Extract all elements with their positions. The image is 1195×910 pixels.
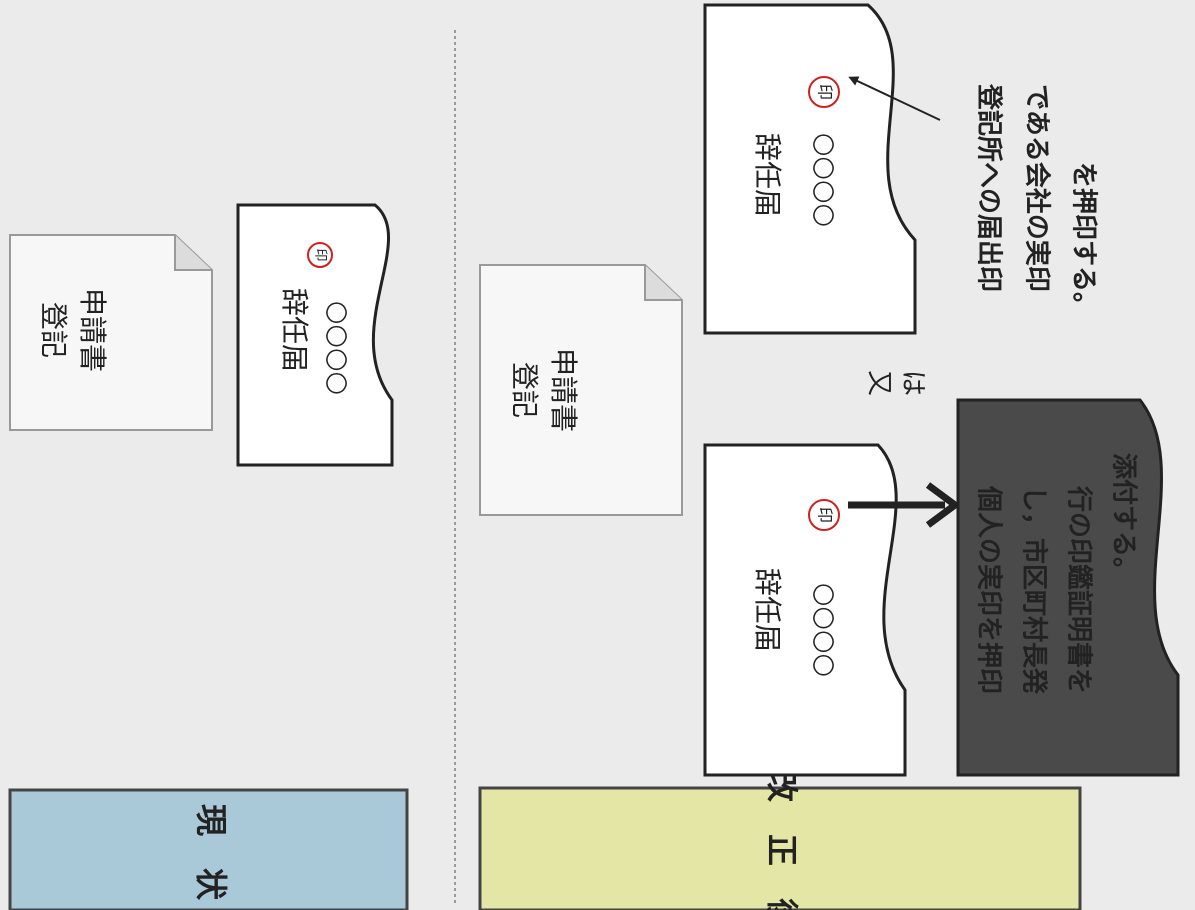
amended-section: 改 正 後 登記 申請書 辞任届 ○○○○ 印 又 は 辞任届 ○○○○ 印 <box>478 3 1180 910</box>
registered-seal-note-line3: を押印する。 <box>1069 162 1099 318</box>
personal-seal-note-line4: 添付する。 <box>1109 453 1139 583</box>
amended-option-a-name: ○○○○ <box>810 133 841 227</box>
registered-seal-pointer <box>848 76 941 121</box>
current-application-line1: 登記 <box>37 302 70 358</box>
current-header <box>8 788 409 910</box>
amended-header <box>478 786 1082 910</box>
registered-seal-note-line2: である会社の実印 <box>1022 84 1053 292</box>
registered-seal-note-line1: 登記所への届出印 <box>974 83 1005 292</box>
current-application-line2: 申請書 <box>76 288 109 372</box>
amended-option-b-title: 辞任届 <box>751 568 784 652</box>
current-seal-label: 印 <box>313 248 328 261</box>
current-resignation-name: ○○○○ <box>323 301 354 395</box>
amended-option-b-name: ○○○○ <box>810 583 841 677</box>
amended-option-a-seal-label: 印 <box>816 84 835 100</box>
personal-seal-note-line3: 行の印鑑証明書を <box>1064 485 1095 694</box>
amended-application-line2: 申請書 <box>547 348 580 432</box>
or-label-line2: は <box>898 370 928 396</box>
current-resignation-document <box>236 203 394 467</box>
current-header-label: 現 状 <box>192 804 230 901</box>
or-label-line1: 又 <box>864 370 894 396</box>
current-resignation-title: 辞任届 <box>278 288 311 372</box>
amended-option-b-document <box>703 443 907 777</box>
amended-application-line1: 登記 <box>508 362 541 418</box>
amended-option-a-seal-mark <box>808 76 840 108</box>
amended-application-fold <box>644 265 682 301</box>
amended-option-a-document <box>703 3 917 335</box>
amended-application-document <box>479 264 683 516</box>
amended-option-b-seal-label: 印 <box>816 507 835 523</box>
amended-header-label: 改 正 後 <box>763 770 801 910</box>
current-seal-mark <box>307 242 333 268</box>
current-application-fold <box>174 235 212 271</box>
amended-option-b-seal-mark <box>808 499 840 531</box>
personal-seal-note-line1: 個人の実印を押印 <box>974 485 1005 694</box>
personal-seal-arrow-head <box>925 482 961 528</box>
personal-seal-note-box <box>956 398 1180 777</box>
current-section: 現 状 登記 申請書 辞任届 ○○○○ 印 <box>8 203 409 910</box>
amended-option-a-title: 辞任届 <box>751 133 784 217</box>
current-application-document <box>9 234 213 431</box>
personal-seal-note-line2: し，市区町村長発 <box>1019 486 1050 695</box>
